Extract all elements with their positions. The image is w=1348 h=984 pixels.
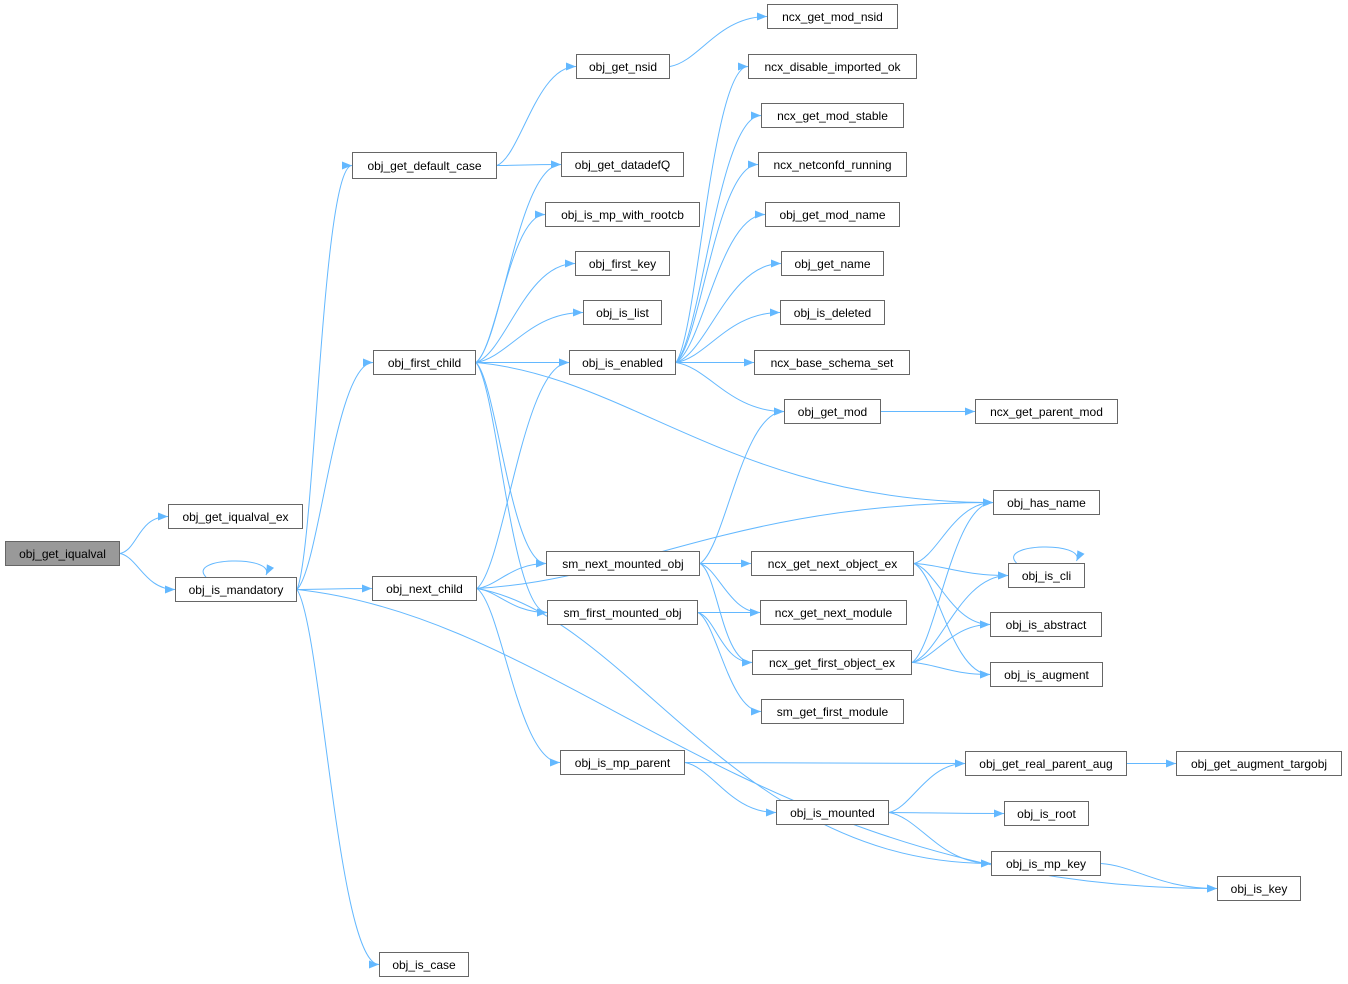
call-edge-obj-is-enabled-to-obj-is-deleted — [675, 308, 781, 363]
node-obj-get-iqualval[interactable]: obj_get_iqualval — [5, 541, 120, 566]
call-edge-obj-is-mandatory-to-obj-next-child — [296, 584, 373, 593]
node-obj-is-deleted[interactable]: obj_is_deleted — [780, 300, 885, 325]
call-edge-ncx-get-next-object-ex-to-obj-is-cli — [913, 563, 1009, 580]
node-obj-is-root[interactable]: obj_is_root — [1004, 801, 1089, 826]
call-edge-obj-get-iqualval-to-obj-get-iqualval-ex — [119, 512, 169, 554]
call-edge-obj-get-nsid-to-ncx-get-mod-nsid — [669, 12, 768, 67]
call-edge-ncx-get-first-object-ex-to-obj-is-abstract — [911, 620, 991, 663]
call-edge-obj-first-child-to-obj-has-name — [475, 362, 994, 507]
call-edge-obj-next-child-to-obj-is-mp-parent — [476, 588, 561, 767]
node-obj-first-child[interactable]: obj_first_child — [373, 350, 476, 375]
node-obj-is-mp-parent[interactable]: obj_is_mp_parent — [560, 750, 685, 775]
call-edge-sm-first-mounted-obj-to-ncx-get-first-object-ex — [697, 612, 753, 667]
node-obj-is-cli[interactable]: obj_is_cli — [1008, 563, 1085, 588]
call-edge-obj-is-cli-to-obj-is-cli — [1013, 546, 1085, 564]
node-ncx-get-mod-stable[interactable]: ncx_get_mod_stable — [761, 103, 904, 128]
node-ncx-get-parent-mod[interactable]: ncx_get_parent_mod — [975, 399, 1118, 424]
node-ncx-get-next-object-ex[interactable]: ncx_get_next_object_ex — [751, 551, 914, 576]
call-edge-obj-is-mounted-to-obj-is-mp-key — [888, 812, 992, 868]
node-ncx-get-mod-nsid[interactable]: ncx_get_mod_nsid — [767, 4, 898, 29]
node-obj-is-abstract[interactable]: obj_is_abstract — [990, 612, 1102, 637]
node-obj-is-case[interactable]: obj_is_case — [379, 952, 469, 977]
node-ncx-disable-imported-ok[interactable]: ncx_disable_imported_ok — [748, 54, 917, 79]
node-obj-is-enabled[interactable]: obj_is_enabled — [569, 350, 676, 375]
node-obj-has-name[interactable]: obj_has_name — [993, 490, 1100, 515]
node-obj-get-mod[interactable]: obj_get_mod — [784, 399, 881, 424]
call-edge-ncx-get-first-object-ex-to-obj-has-name — [911, 498, 994, 663]
call-edge-sm-next-mounted-obj-to-obj-get-mod — [699, 407, 785, 564]
call-edge-obj-is-mounted-to-obj-is-root — [888, 809, 1005, 818]
call-edge-ncx-get-first-object-ex-to-obj-is-cli — [911, 571, 1009, 663]
node-sm-first-mounted-obj[interactable]: sm_first_mounted_obj — [547, 600, 698, 625]
call-edge-ncx-get-next-object-ex-to-obj-is-abstract — [913, 563, 991, 629]
node-obj-is-mp-key[interactable]: obj_is_mp_key — [991, 851, 1101, 876]
call-edge-obj-is-mandatory-to-obj-is-case — [296, 589, 380, 969]
call-edge-obj-next-child-to-obj-is-mp-key — [476, 588, 992, 868]
call-edge-obj-next-child-to-sm-next-mounted-obj — [476, 559, 547, 589]
call-edge-obj-is-mandatory-to-obj-get-default-case — [296, 161, 353, 590]
node-ncx-base-schema-set[interactable]: ncx_base_schema_set — [754, 350, 910, 375]
node-ncx-netconfd-running[interactable]: ncx_netconfd_running — [758, 152, 907, 177]
node-obj-is-key[interactable]: obj_is_key — [1217, 876, 1301, 901]
call-edge-obj-is-mp-parent-to-obj-is-mounted — [684, 762, 777, 817]
call-edge-obj-is-mounted-to-obj-get-real-parent-aug — [888, 759, 966, 813]
call-edge-obj-is-mp-key-to-obj-is-key — [1100, 863, 1218, 893]
call-edge-obj-is-enabled-to-obj-get-mod-name — [675, 210, 766, 363]
call-edge-obj-first-child-to-sm-first-mounted-obj — [475, 362, 548, 617]
node-obj-is-augment[interactable]: obj_is_augment — [990, 662, 1103, 687]
call-edge-obj-get-iqualval-to-obj-is-mandatory — [119, 553, 176, 594]
node-obj-get-real-parent-aug[interactable]: obj_get_real_parent_aug — [965, 751, 1127, 776]
node-obj-get-augment-targobj[interactable]: obj_get_augment_targobj — [1176, 751, 1342, 776]
call-edge-obj-first-child-to-sm-next-mounted-obj — [475, 362, 547, 568]
call-edge-obj-first-child-to-obj-is-list — [475, 308, 584, 363]
node-ncx-get-first-object-ex[interactable]: ncx_get_first_object_ex — [752, 650, 912, 675]
call-edge-obj-next-child-to-sm-first-mounted-obj — [476, 588, 548, 617]
call-edge-obj-is-mp-parent-to-obj-get-real-parent-aug — [684, 759, 966, 768]
call-edge-sm-first-mounted-obj-to-sm-get-first-module — [697, 612, 762, 716]
call-edge-obj-is-enabled-to-ncx-get-mod-stable — [675, 111, 762, 363]
node-obj-get-nsid[interactable]: obj_get_nsid — [576, 54, 670, 79]
call-edge-ncx-get-first-object-ex-to-obj-is-augment — [911, 662, 991, 679]
call-edge-ncx-get-next-object-ex-to-obj-has-name — [913, 498, 994, 564]
node-obj-is-list[interactable]: obj_is_list — [583, 300, 662, 325]
call-edge-obj-is-enabled-to-ncx-netconfd-running — [675, 160, 759, 363]
call-edge-obj-first-child-to-obj-get-datadefQ — [475, 160, 562, 363]
call-edge-obj-next-child-to-obj-has-name — [476, 498, 994, 589]
node-ncx-get-next-module[interactable]: ncx_get_next_module — [760, 600, 907, 625]
call-edge-obj-is-mandatory-to-obj-is-mandatory — [202, 560, 275, 578]
node-obj-get-default-case[interactable]: obj_get_default_case — [352, 152, 497, 179]
node-obj-next-child[interactable]: obj_next_child — [372, 576, 477, 601]
call-edge-obj-next-child-to-obj-is-enabled — [476, 358, 570, 589]
node-obj-is-mounted[interactable]: obj_is_mounted — [776, 800, 889, 825]
call-edge-obj-first-child-to-obj-is-mp-with-rootcb — [475, 210, 546, 363]
node-obj-get-datadefQ[interactable]: obj_get_datadefQ — [561, 152, 684, 177]
call-edge-obj-is-mandatory-to-obj-first-child — [296, 358, 374, 590]
call-edge-obj-get-default-case-to-obj-get-nsid — [496, 62, 577, 166]
call-edge-obj-first-child-to-obj-first-key — [475, 259, 576, 363]
node-sm-next-mounted-obj[interactable]: sm_next_mounted_obj — [546, 551, 700, 576]
node-obj-is-mandatory[interactable]: obj_is_mandatory — [175, 577, 297, 602]
call-edge-ncx-get-next-object-ex-to-obj-is-augment — [913, 563, 991, 679]
call-edge-obj-is-enabled-to-obj-get-name — [675, 259, 782, 363]
node-obj-get-mod-name[interactable]: obj_get_mod_name — [765, 202, 900, 227]
node-sm-get-first-module[interactable]: sm_get_first_module — [761, 699, 904, 724]
call-edge-obj-is-enabled-to-obj-get-mod — [675, 362, 785, 416]
node-obj-is-mp-with-rootcb[interactable]: obj_is_mp_with_rootcb — [545, 202, 700, 227]
node-obj-get-name[interactable]: obj_get_name — [781, 251, 884, 276]
node-obj-get-iqualval-ex[interactable]: obj_get_iqualval_ex — [168, 504, 303, 529]
call-edge-obj-is-enabled-to-ncx-disable-imported-ok — [675, 62, 749, 363]
node-obj-first-key[interactable]: obj_first_key — [575, 251, 670, 276]
call-edge-obj-get-default-case-to-obj-get-datadefQ — [496, 160, 562, 169]
